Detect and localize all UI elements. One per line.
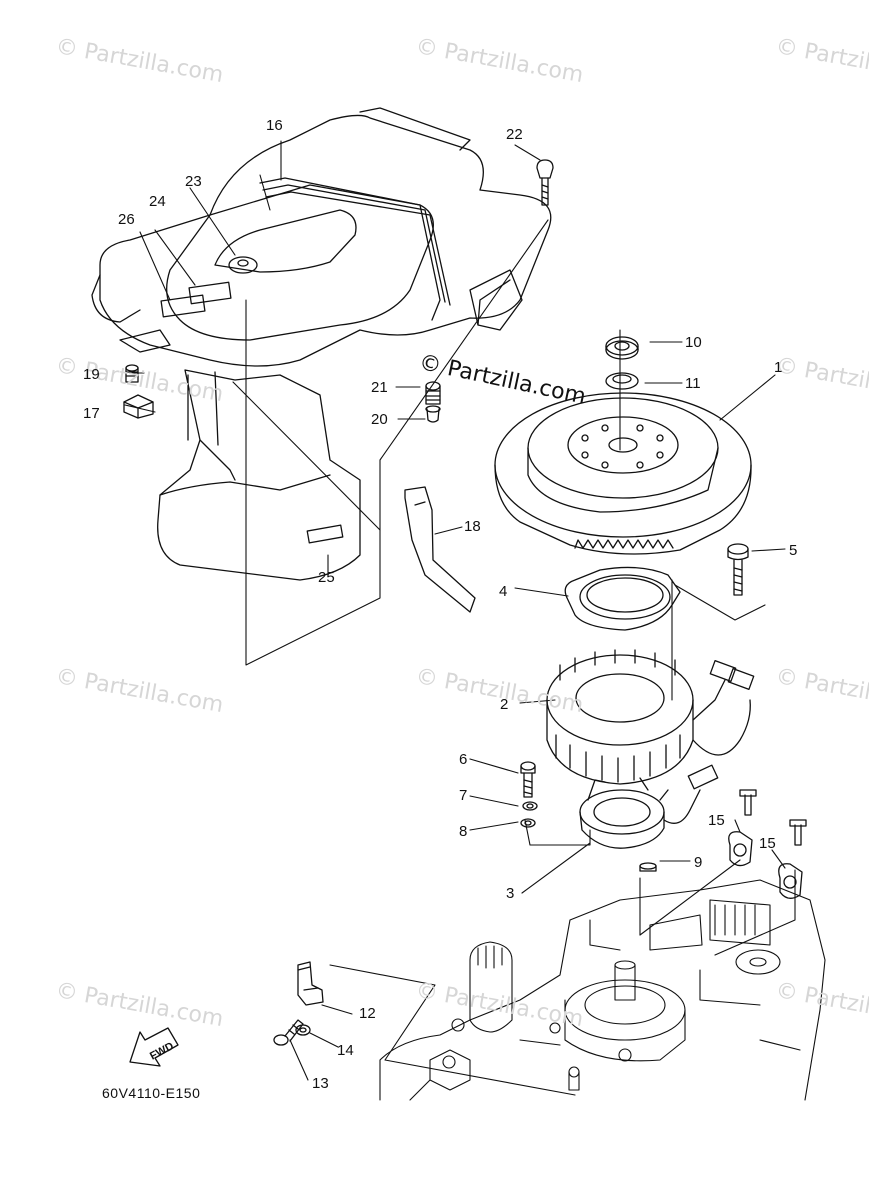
callout-label: 4 — [499, 583, 508, 600]
callout-label: 5 — [789, 542, 798, 559]
bolt-22 — [536, 159, 554, 206]
grommet-21 — [425, 381, 441, 405]
leader-lines — [124, 140, 796, 1096]
callout-label: 13 — [312, 1075, 329, 1092]
callout-label: 18 — [464, 518, 481, 535]
callout-label: 15 — [708, 812, 725, 829]
callout-label: 24 — [149, 193, 166, 210]
nut-10 — [605, 336, 639, 360]
fwd-arrow-icon — [129, 1027, 179, 1067]
callout-label: 25 — [318, 569, 335, 586]
callout-label: 16 — [266, 117, 283, 134]
bracket-12 — [297, 961, 324, 1006]
callout-label: 21 — [371, 379, 388, 396]
callout-label: 6 — [459, 751, 468, 768]
damper-17 — [123, 394, 154, 419]
callout-label: 26 — [118, 211, 135, 228]
callout-label: 3 — [506, 885, 515, 902]
callout-label: 8 — [459, 823, 468, 840]
callout-label: 11 — [685, 375, 701, 392]
callout-label: 1 — [774, 359, 783, 376]
stator-2 — [546, 649, 755, 785]
screw-13 — [273, 1019, 304, 1046]
diagram-code: 60V4110-E150 — [102, 1085, 201, 1101]
callout-label: 9 — [694, 854, 703, 871]
engine-block — [379, 879, 826, 1101]
bolt-5 — [727, 543, 749, 596]
bolt-6 — [520, 761, 536, 798]
callout-label: 14 — [337, 1042, 354, 1059]
plate-4 — [564, 566, 681, 631]
flywheel-1 — [494, 392, 752, 555]
flywheel-cover — [91, 107, 552, 581]
callout-label: 23 — [185, 173, 202, 190]
clamp-15a — [728, 789, 757, 867]
callout-label: 17 — [83, 405, 100, 422]
callout-label: 15 — [759, 835, 776, 852]
collar-20 — [425, 405, 441, 423]
callout-label: 12 — [359, 1005, 376, 1022]
callout-label: 19 — [83, 366, 100, 383]
callout-label: 7 — [459, 787, 468, 804]
pulser-coil-3 — [579, 764, 719, 849]
bracket-18 — [404, 486, 476, 613]
callout-label: 20 — [371, 411, 388, 428]
callout-label: 2 — [500, 696, 509, 713]
callout-label: 22 — [506, 126, 523, 143]
washer-8 — [520, 818, 536, 828]
callout-label: 10 — [685, 334, 702, 351]
washer-11 — [605, 372, 639, 390]
clamp-15b — [778, 819, 807, 899]
grommet-19 — [125, 364, 139, 383]
pin-9 — [639, 862, 657, 872]
washer-7 — [522, 801, 538, 811]
